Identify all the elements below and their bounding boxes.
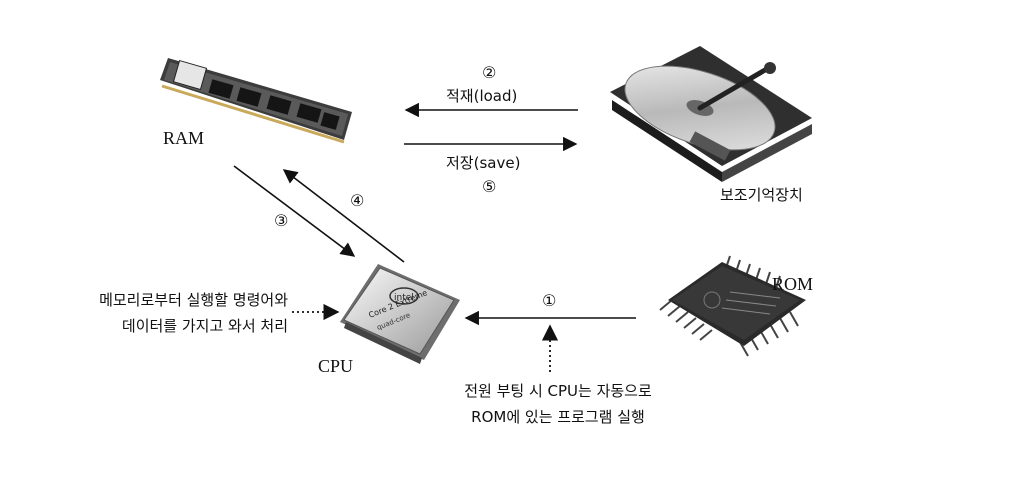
cpu-label: CPU [318,356,353,376]
rom-label: ROM [772,274,813,294]
rom-chip-icon [659,255,806,357]
boot-note-line1: 전원 부팅 시 CPU는 자동으로 [464,382,652,400]
cpu-to-ram-step-number: ④ [350,191,364,210]
hard-disk-icon [610,46,812,182]
cpu-to-ram-arrow [282,169,405,263]
cpu-brand-text: intel [394,293,414,303]
ram-to-cpu-arrow [233,165,356,257]
load-step-number: ② [482,63,496,82]
ram-label: RAM [163,128,204,148]
ram-module-icon [160,58,352,144]
cpu-chip-icon: intel Core 2 Extreme quad-core [340,264,460,364]
cpu-process-note-line1: 메모리로부터 실행할 명령어와 [99,291,288,309]
load-label: 적재(load) [446,87,517,105]
boot-note-line2: ROM에 있는 프로그램 실행 [471,408,645,426]
save-label: 저장(save) [446,154,520,172]
rom-to-cpu-step-number: ① [542,291,556,310]
save-step-number: ⑤ [482,177,496,196]
storage-label: 보조기억장치 [720,186,803,204]
cpu-process-note-line2: 데이터를 가지고 와서 처리 [122,317,288,335]
ram-to-cpu-step-number: ③ [274,211,288,230]
